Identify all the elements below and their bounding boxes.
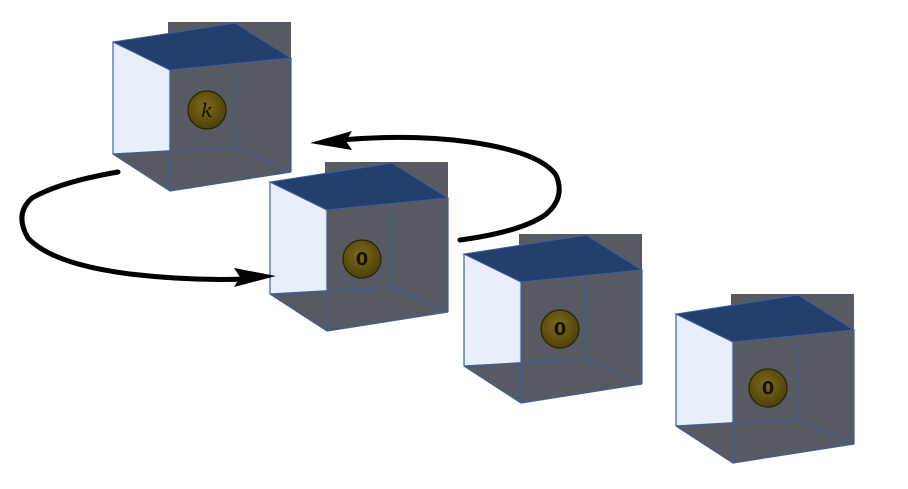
box-2-right-interior bbox=[392, 198, 448, 312]
box-2-edges bbox=[269, 182, 449, 332]
box-4-ball: 0 bbox=[748, 368, 788, 408]
box-2: 0 bbox=[268, 162, 450, 332]
box-4-bottom-face bbox=[676, 419, 854, 463]
box-3-edges bbox=[463, 254, 643, 404]
box-3-ball-label: 0 bbox=[554, 319, 567, 340]
swap-arrow-lower-head bbox=[234, 268, 276, 287]
box-1-right-interior bbox=[235, 58, 291, 172]
box-3: 0 bbox=[462, 234, 644, 404]
swap-arrow-lower bbox=[19, 169, 276, 287]
box-1-bottom-face bbox=[113, 147, 291, 191]
box-3-bottom-face bbox=[464, 359, 642, 403]
box-4-right-interior bbox=[798, 330, 854, 444]
box-3-right-interior bbox=[586, 270, 642, 384]
box-2-ball-label: 0 bbox=[356, 249, 369, 270]
box-4-edges bbox=[675, 314, 855, 464]
box-4: 0 bbox=[674, 294, 856, 464]
box-4-ball-label: 0 bbox=[762, 378, 775, 399]
box-1-ball: k bbox=[187, 90, 227, 130]
swap-arrow-lower-stroke bbox=[19, 169, 248, 282]
swap-arrow-upper-head bbox=[310, 131, 352, 150]
box-1-edges bbox=[112, 42, 292, 192]
box-2-bottom-face bbox=[270, 287, 448, 331]
box-1-ball-label: k bbox=[201, 98, 213, 122]
swap-arrow-upper bbox=[310, 131, 562, 243]
box-2-ball: 0 bbox=[342, 239, 382, 279]
box-3-ball: 0 bbox=[540, 309, 580, 349]
box-1: k bbox=[111, 22, 293, 192]
swap-arrow-upper-stroke bbox=[337, 134, 562, 243]
